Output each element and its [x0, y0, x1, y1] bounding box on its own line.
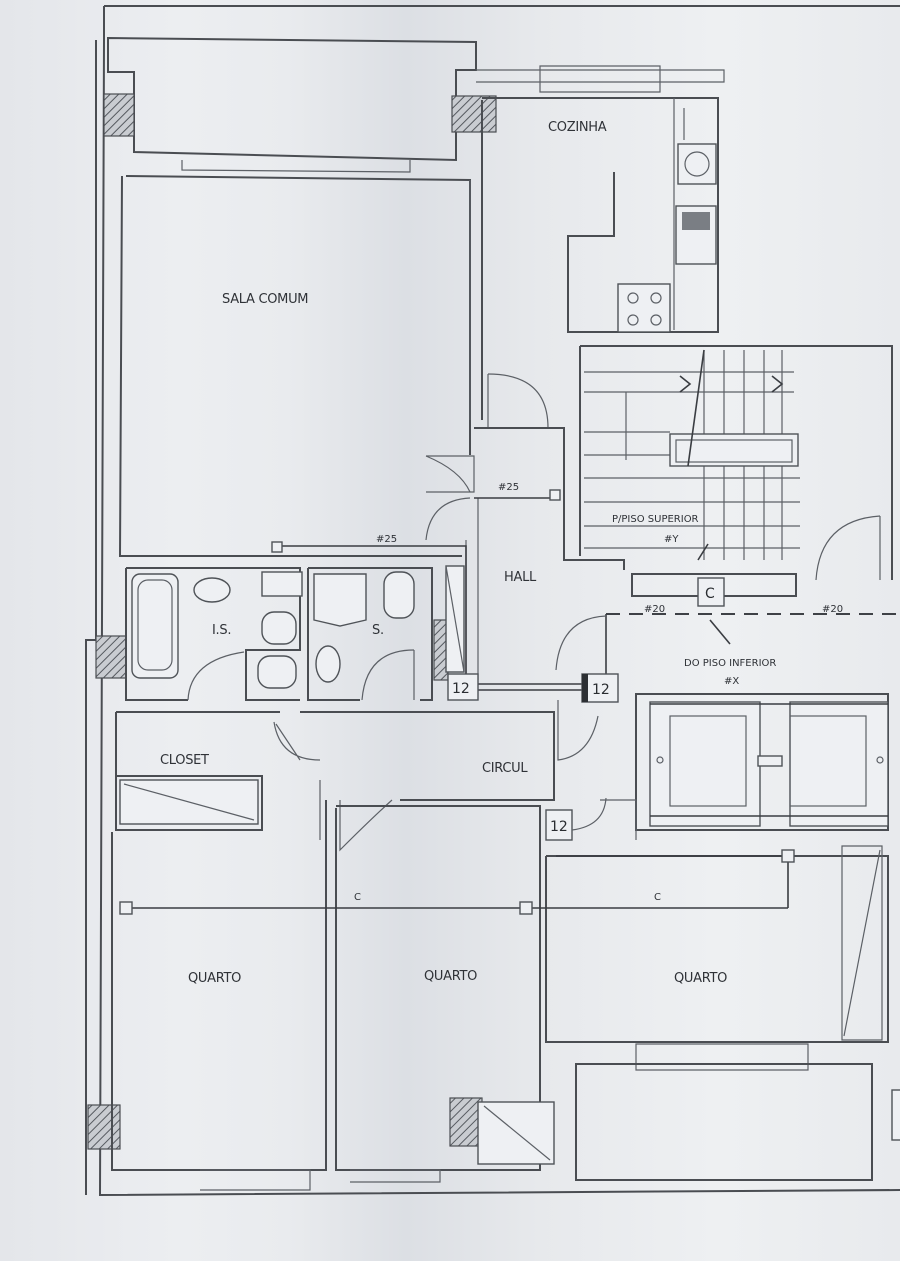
- label-sala-comum: SALA COMUM: [222, 292, 308, 307]
- label-box-12-b: 12: [592, 682, 610, 698]
- hall-door-2: [425, 497, 471, 541]
- toilet-icon: [257, 655, 297, 689]
- s-bathroom: [307, 565, 465, 701]
- label-box-12-a: 12: [452, 681, 470, 697]
- label-piso-superior-code: #Y: [664, 534, 679, 545]
- shower-icon: [313, 573, 367, 627]
- service-lines: [271, 489, 590, 691]
- label-c-box: C: [705, 586, 715, 602]
- kitchen-door: [487, 373, 549, 429]
- structural-pillars: [87, 93, 497, 1150]
- label-c-right: C: [654, 892, 661, 903]
- label-cozinha: COZINHA: [548, 120, 607, 135]
- outer-walls: [85, 5, 900, 1197]
- label-pipe-landing-right: #20: [822, 604, 843, 615]
- washbasin-icon: [193, 577, 231, 603]
- label-s: S.: [372, 623, 384, 638]
- hall-door-1: [425, 455, 471, 493]
- distribution-boxes: [447, 673, 619, 841]
- landing-pipes: [555, 543, 900, 680]
- label-c-left: C: [354, 892, 361, 903]
- label-piso-superior: P/PISO SUPERIOR: [612, 514, 699, 525]
- bedrooms: [111, 800, 900, 1191]
- cabinet-icon: [261, 571, 303, 597]
- landing-door: [815, 515, 881, 581]
- bidet-icon: [261, 611, 297, 645]
- elevators: [635, 693, 889, 831]
- closet-and-circulation: [115, 700, 637, 852]
- label-quarto-left: QUARTO: [188, 971, 241, 986]
- label-quarto-right: QUARTO: [674, 971, 727, 986]
- label-hall: HALL: [504, 570, 537, 585]
- staircase: [579, 345, 893, 597]
- washbasin-s-icon: [315, 645, 341, 683]
- room-labels: COZINHA SALA COMUM HALL I.S. S. CLOSET C…: [160, 120, 727, 986]
- label-pipe-bath: #25: [376, 534, 397, 545]
- toilet-s-icon: [383, 571, 415, 619]
- elevator-left: [649, 701, 761, 827]
- annotation-labels: P/PISO SUPERIOR #Y DO PISO INFERIOR #X #…: [354, 482, 843, 903]
- label-closet: CLOSET: [160, 753, 209, 768]
- label-quarto-mid: QUARTO: [424, 969, 477, 984]
- sala-comum-room: [118, 175, 471, 557]
- label-box-12-c: 12: [550, 819, 568, 835]
- cooktop-icon: [617, 283, 671, 333]
- c-box: [697, 577, 725, 607]
- label-pipe-hall: #25: [498, 482, 519, 493]
- label-circul: CIRCUL: [482, 761, 528, 776]
- label-is: I.S.: [212, 623, 231, 638]
- kitchen: [481, 97, 719, 429]
- bathtub-icon: [131, 573, 179, 679]
- is-bathroom: [125, 567, 303, 701]
- label-piso-inferior-code: #X: [724, 676, 739, 687]
- label-pipe-landing-left: #20: [644, 604, 665, 615]
- label-piso-inferior: DO PISO INFERIOR: [684, 658, 776, 669]
- elevator-right: [789, 701, 889, 827]
- washing-machine-icon: [677, 143, 717, 185]
